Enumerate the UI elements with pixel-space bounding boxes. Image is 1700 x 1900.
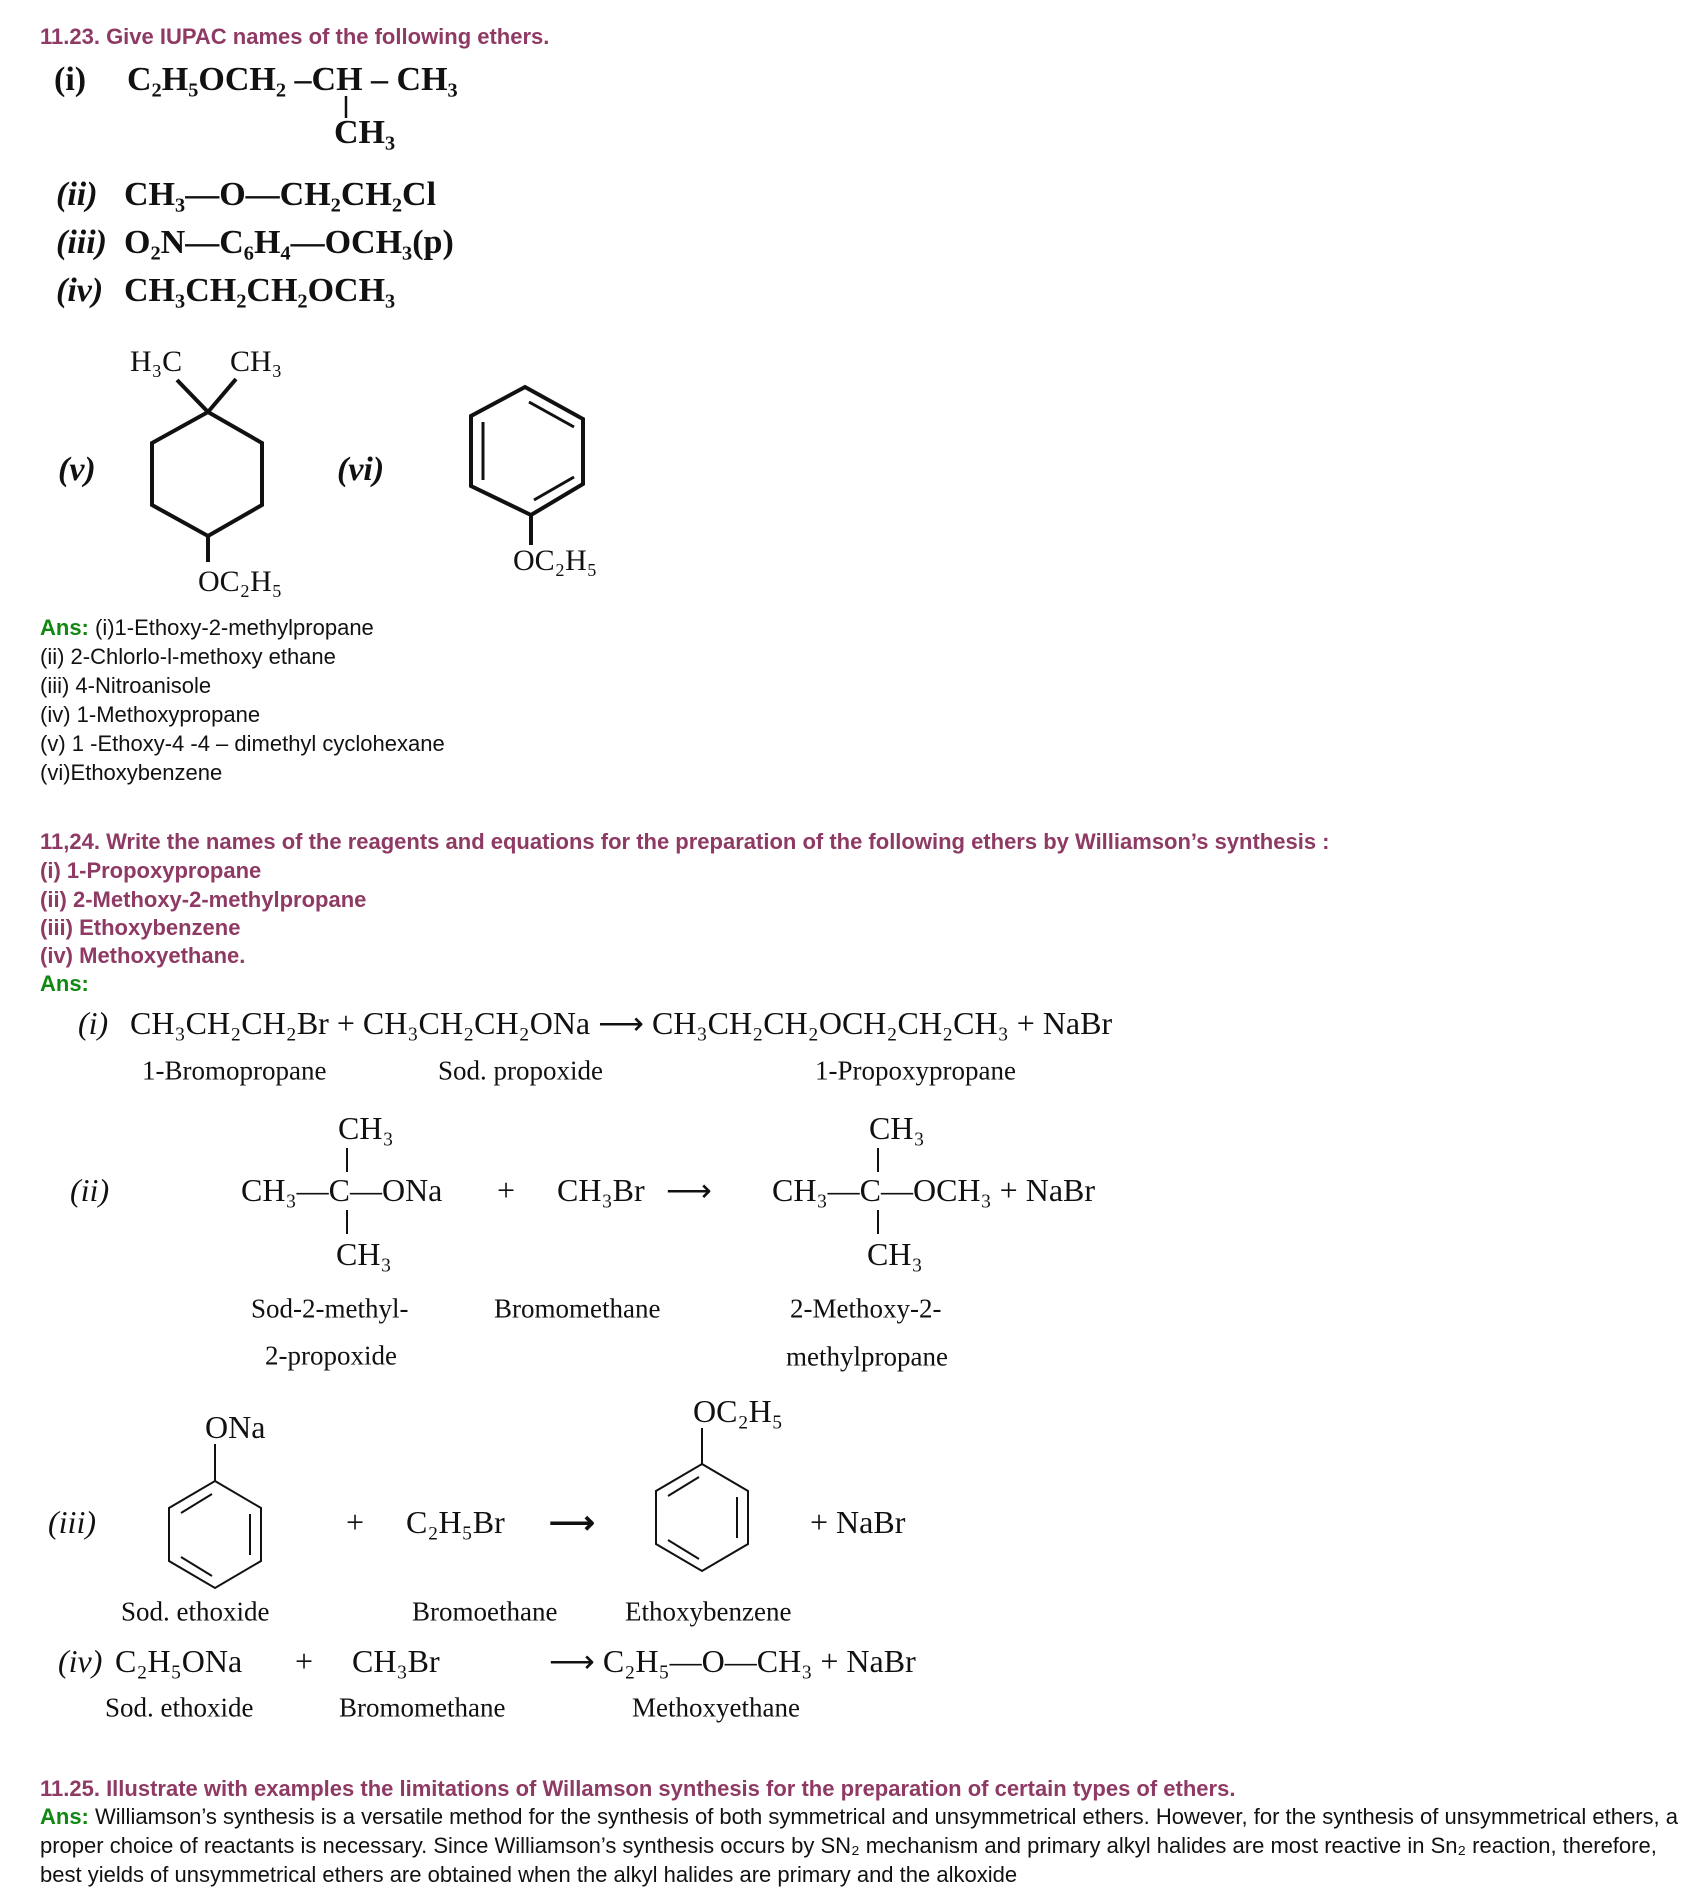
answer-line: (v) 1 -Ethoxy-4 -4 – dimethyl cyclohexan…: [40, 731, 445, 756]
answer-line: (ii) 2-Chlorlo-l-methoxy ethane: [40, 644, 336, 669]
answer-line: (iv) 1-Methoxypropane: [40, 702, 261, 727]
question-item: (iii) Ethoxybenzene: [40, 915, 241, 940]
formula-iii: O₂N—C₆H₄—OCH₃(p): [124, 224, 454, 261]
compound-name: Bromomethane: [339, 1692, 506, 1723]
product: ⟶ C₂H₅—O—CH₃ + NaBr: [549, 1643, 916, 1679]
question-heading-11-24: 11,24. Write the names of the reagents a…: [40, 829, 1330, 854]
compound-name: 1-Propoxypropane: [815, 1055, 1016, 1086]
double-bond: [180, 1493, 213, 1514]
equation-label: (ii): [70, 1172, 110, 1208]
question-item: (i) 1-Propoxypropane: [40, 858, 262, 883]
bond: [175, 378, 210, 414]
reaction-arrow: ⟶: [666, 1172, 712, 1208]
item-label: (vi): [337, 451, 385, 488]
answer-text: Williamson’s synthesis is a versatile me…: [40, 1804, 1679, 1887]
item-label: (ii): [56, 176, 98, 213]
compound-name: Sod. propoxide: [438, 1055, 603, 1086]
reaction-arrow: ⟶: [549, 1504, 595, 1540]
reactant-bottom-group: CH₃: [336, 1236, 392, 1272]
answer-text: (i)1-Ethoxy-2-methylpropane: [95, 615, 374, 640]
item-label: (iii): [56, 224, 107, 261]
group-oc2h5: OC₂H₅: [513, 544, 598, 577]
question-heading-11-25: 11.25. Illustrate with examples the limi…: [40, 1776, 1236, 1801]
benzene-ring: [655, 1462, 749, 1573]
double-bond: [667, 1476, 700, 1497]
product-top-group: CH₃: [869, 1110, 925, 1146]
group-h3c: H₃C: [130, 345, 183, 378]
formula-ii: CH₃—O—CH₂CH₂Cl: [124, 176, 437, 213]
question-item: (iv) Methoxyethane.: [40, 943, 246, 968]
answer-paragraph: Ans: Williamson’s synthesis is a versati…: [40, 1802, 1680, 1889]
product-main: CH₃—C—OCH₃ + NaBr: [772, 1172, 1096, 1208]
compound-name: Sod-2-methyl-: [251, 1293, 409, 1324]
answer-line: (iii) 4-Nitroanisole: [40, 673, 212, 698]
product-bottom-group: CH₃: [867, 1236, 923, 1272]
formula-i: C₂H₅OCH₂ –CH – CH₃: [127, 61, 458, 98]
compound-name: Bromoethane: [412, 1596, 558, 1627]
reactant-main: CH₃—C—ONa: [241, 1172, 443, 1208]
compound-name: Sod. ethoxide: [105, 1692, 254, 1723]
reagent: CH₃Br: [352, 1643, 440, 1679]
byproduct: + NaBr: [810, 1504, 906, 1540]
compound-name: Methoxyethane: [632, 1692, 800, 1723]
double-bond: [533, 475, 575, 502]
ans-label: Ans:: [40, 971, 89, 996]
compound-name: Ethoxybenzene: [625, 1596, 792, 1627]
compound-name: Sod. ethoxide: [121, 1596, 270, 1627]
benzene-ring: [469, 384, 585, 518]
equation-label: (i): [78, 1005, 109, 1041]
plus-sign: +: [295, 1643, 314, 1679]
formula-iv: CH₃CH₂CH₂OCH₃: [124, 272, 396, 309]
compound-name: 2-propoxide: [265, 1340, 397, 1371]
benzene-ring: [168, 1479, 262, 1590]
answer-line: (vi)Ethoxybenzene: [40, 760, 223, 785]
plus-sign: +: [497, 1172, 516, 1208]
reactant: C₂H₅ONa: [115, 1643, 243, 1679]
formula-i-branch: CH₃: [334, 114, 396, 151]
double-bond: [528, 400, 575, 429]
double-bond: [667, 1539, 700, 1560]
equation-i: CH₃CH₂CH₂Br + CH₃CH₂CH₂ONa ⟶ CH₃CH₂CH₂OC…: [130, 1005, 1113, 1041]
reagent: C₂H₅Br: [406, 1504, 505, 1540]
item-label: (iv): [56, 272, 104, 309]
item-label: (v): [58, 451, 96, 488]
plus-sign: +: [346, 1504, 365, 1540]
equation-label: (iii): [48, 1504, 96, 1540]
question-heading-11-23: 11.23. Give IUPAC names of the following…: [40, 24, 550, 49]
compound-name: 2-Methoxy-2-: [790, 1293, 942, 1324]
ans-label: Ans:: [40, 615, 89, 640]
item-label: (i): [54, 61, 87, 98]
ans-label: Ans:: [40, 1804, 89, 1829]
question-item: (ii) 2-Methoxy-2-methylpropane: [40, 887, 367, 912]
equation-label: (iv): [58, 1643, 103, 1679]
group-oc2h5: OC₂H₅: [198, 565, 283, 598]
reactant-top-group: CH₃: [338, 1110, 394, 1146]
bond: [206, 377, 238, 414]
reagent: CH₃Br: [557, 1172, 645, 1208]
double-bond: [180, 1556, 213, 1577]
cyclohexane-ring: [150, 409, 264, 539]
reactant-group: ONa: [205, 1409, 266, 1445]
group-ch3: CH₃: [230, 345, 283, 378]
product-group: OC₂H₅: [693, 1393, 783, 1429]
answer-line: Ans: (i)1-Ethoxy-2-methylpropane: [40, 617, 374, 639]
compound-name: Bromomethane: [494, 1293, 661, 1324]
compound-name: 1-Bromopropane: [142, 1055, 327, 1086]
compound-name: methylpropane: [786, 1341, 948, 1372]
